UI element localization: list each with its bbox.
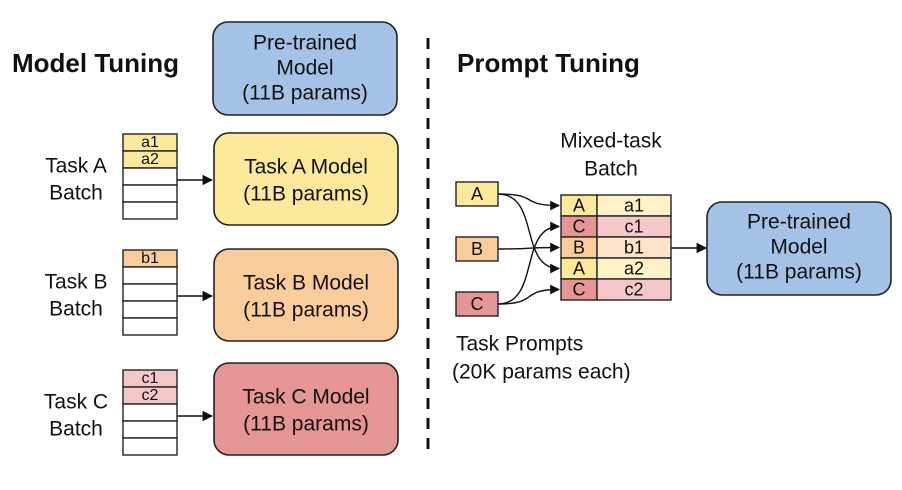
task-a-model-box bbox=[213, 132, 399, 226]
pretrained-model-box-right bbox=[706, 201, 892, 296]
task-c-batch-row bbox=[122, 420, 178, 439]
model-tuning-heading: Model Tuning bbox=[12, 48, 179, 78]
task-c-batch-row bbox=[122, 437, 178, 456]
mixed-batch-prompt-label: B bbox=[573, 238, 585, 258]
task-c-model-label: (11B params) bbox=[243, 413, 369, 436]
task-a-batch-cell: a2 bbox=[141, 151, 159, 168]
prompt-to-batch-connector bbox=[497, 193, 560, 211]
mixed-batch-value-label: a1 bbox=[624, 196, 644, 216]
prompt-tuning-heading: Prompt Tuning bbox=[457, 48, 640, 78]
prompt-to-batch-connector bbox=[497, 242, 560, 253]
pretrained-model-label-left: Model bbox=[276, 57, 333, 80]
task-c-batch-row bbox=[122, 403, 178, 422]
prompt-to-batch-connector bbox=[497, 221, 560, 305]
task-b-batch-label: Task B bbox=[44, 271, 107, 294]
task-a-batch-row bbox=[122, 201, 178, 220]
task-prompt-label: A bbox=[471, 184, 483, 204]
task-a-batch-label: Task A bbox=[45, 155, 107, 178]
pretrained-model-label-left: (11B params) bbox=[242, 82, 368, 105]
task-a-batch-row bbox=[122, 184, 178, 203]
mixed-batch-prompt-label: C bbox=[573, 280, 586, 300]
task-c-model-label: Task C Model bbox=[242, 386, 369, 409]
task-b-model-box bbox=[213, 248, 399, 342]
pretrained-model-label-left: Pre-trained bbox=[253, 32, 357, 55]
task-b-batch-cell: b1 bbox=[141, 250, 159, 267]
mixed-batch-prompt-label: A bbox=[573, 196, 585, 216]
task-prompt-label: C bbox=[471, 294, 484, 314]
mixed-batch-value-label: b1 bbox=[624, 238, 644, 258]
task-c-batch-cell: c2 bbox=[142, 387, 159, 404]
task-prompt-c bbox=[455, 291, 499, 317]
mixed-batch-prompt-label: A bbox=[573, 259, 585, 279]
task-b-batch-row bbox=[122, 283, 178, 302]
task-a-model-label: (11B params) bbox=[243, 183, 369, 206]
task-b-batch-row bbox=[122, 266, 178, 285]
pretrained-model-label-right: Pre-trained bbox=[747, 211, 851, 234]
mixed-batch-value-label: a2 bbox=[624, 259, 644, 279]
task-c-model-box bbox=[213, 362, 399, 456]
mixed-task-batch-title: Mixed-task bbox=[560, 130, 662, 153]
mixed-batch-prompt-label: C bbox=[573, 217, 586, 237]
task-c-batch-label: Batch bbox=[49, 418, 103, 441]
task-prompt-b bbox=[455, 236, 499, 262]
task-a-model-label: Task A Model bbox=[244, 156, 368, 179]
task-prompt-a bbox=[455, 181, 499, 207]
pretrained-model-box-left bbox=[212, 21, 398, 116]
mixed-batch-value-label: c1 bbox=[624, 217, 643, 237]
pretrained-model-label-right: (11B params) bbox=[736, 261, 862, 284]
pretrained-model-label-right: Model bbox=[770, 236, 827, 259]
task-b-model-label: (11B params) bbox=[243, 299, 369, 322]
task-c-batch-label: Task C bbox=[44, 391, 108, 414]
task-b-batch-label: Batch bbox=[49, 298, 103, 321]
prompt-to-batch-connector bbox=[497, 193, 560, 274]
mixed-batch-value-cell bbox=[596, 278, 672, 301]
task-prompt-label: B bbox=[471, 239, 483, 259]
task-a-batch-cell: a1 bbox=[141, 134, 159, 151]
task-b-batch-row bbox=[122, 300, 178, 319]
mixed-task-batch-title: Batch bbox=[584, 158, 638, 181]
task-a-batch-label: Batch bbox=[49, 182, 103, 205]
task-prompts-caption: Task Prompts bbox=[456, 333, 583, 356]
mixed-batch-value-label: c2 bbox=[624, 280, 643, 300]
prompt-to-batch-connector bbox=[497, 284, 560, 305]
task-b-batch-row bbox=[122, 317, 178, 336]
task-b-model-label: Task B Model bbox=[243, 272, 369, 295]
task-c-batch-cell: c1 bbox=[142, 370, 159, 387]
task-prompts-params-caption: (20K params each) bbox=[452, 361, 631, 384]
task-a-batch-row bbox=[122, 167, 178, 186]
